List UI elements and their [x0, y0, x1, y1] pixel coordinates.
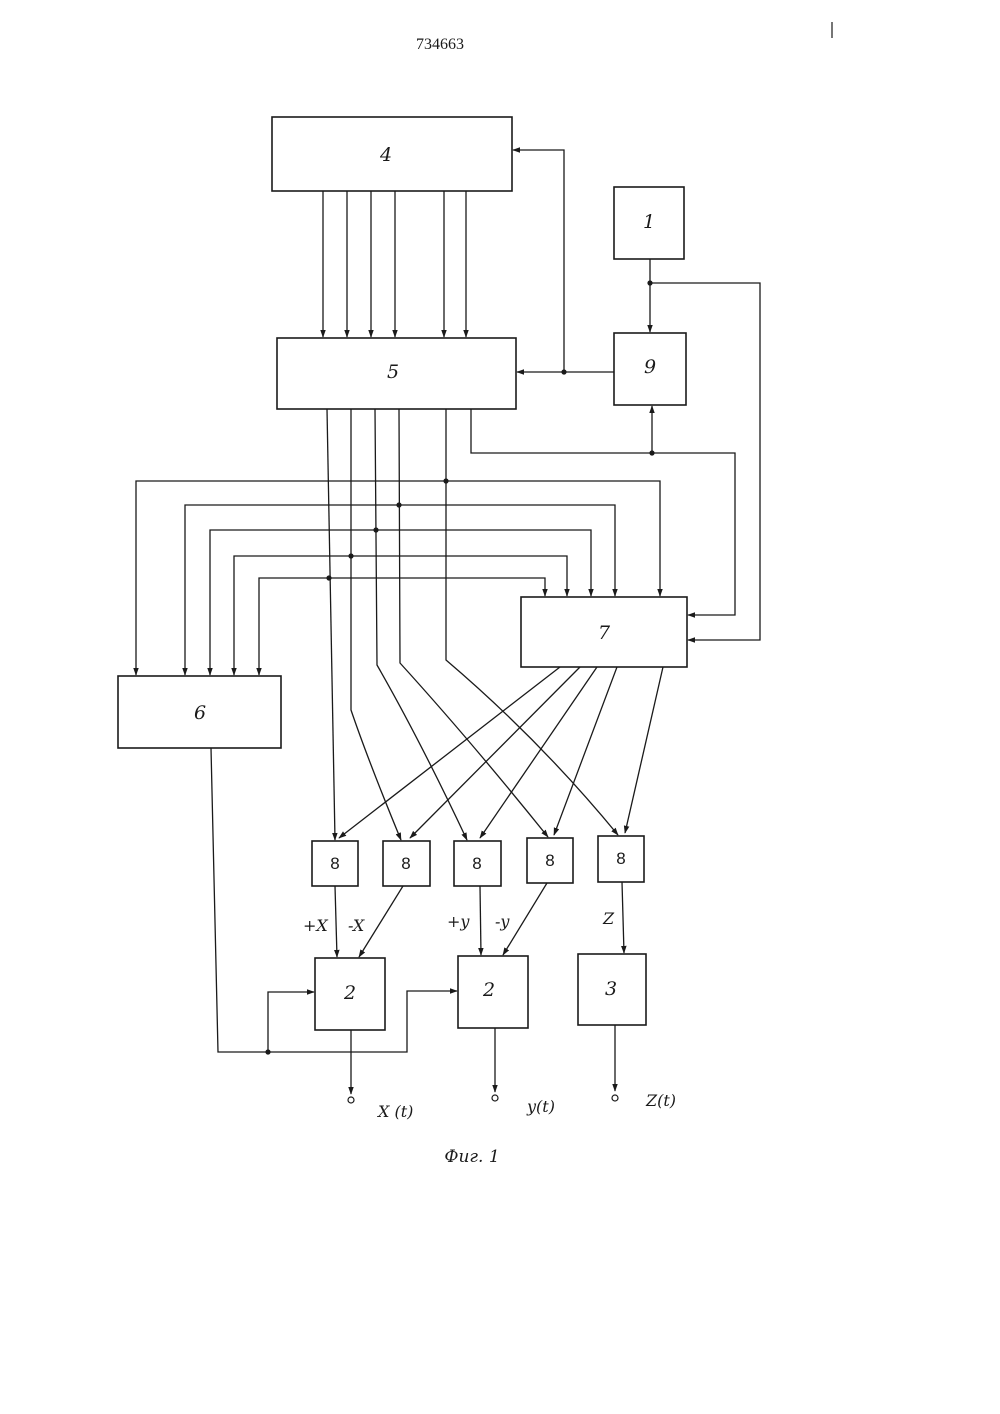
output-y: [492, 1028, 498, 1101]
output-x-label: X (t): [376, 1102, 413, 1121]
output-z: [612, 1025, 618, 1101]
block-6: 6: [118, 676, 281, 748]
signal-plus-x: +X: [303, 916, 328, 935]
block-8-minus-y: 8: [527, 838, 573, 883]
block-8-z: 8: [598, 836, 644, 882]
block-8-label: 8: [330, 854, 339, 873]
block-1-label: 1: [643, 211, 655, 233]
block-2-y-label: 2: [482, 979, 495, 1001]
bus-7-to-8: [339, 667, 663, 838]
link-5-to-9-and-7: [471, 406, 735, 615]
link-9-to-5-and-4: [513, 150, 614, 375]
block-3: 3: [578, 954, 646, 1025]
output-z-label: Z(t): [645, 1091, 676, 1110]
block-5: 5: [277, 338, 516, 409]
output-x: [348, 1030, 354, 1103]
block-9: 9: [614, 333, 686, 405]
block-8-label: 8: [401, 854, 410, 873]
block-8-label: 8: [472, 854, 481, 873]
block-1: 1: [614, 187, 684, 259]
block-8-plus-x: 8: [312, 841, 358, 886]
block-8-label: 8: [545, 851, 554, 870]
block-2-x-label: 2: [343, 982, 356, 1004]
block-2-y: 2: [458, 956, 528, 1028]
block-4: 4: [272, 117, 512, 191]
block-7-label: 7: [598, 622, 611, 644]
block-2-x: 2: [315, 958, 385, 1030]
document-number: 734663: [416, 36, 464, 53]
links-8-to-output-blocks: [335, 882, 624, 957]
block-3-label: 3: [605, 978, 617, 1000]
block-9-label: 9: [644, 356, 656, 378]
signal-minus-x: -X: [348, 916, 365, 935]
block-5-label: 5: [387, 361, 399, 383]
block-8-plus-y: 8: [454, 841, 501, 886]
block-4-label: 4: [379, 144, 392, 166]
signal-minus-y: -y: [495, 912, 510, 931]
bus-4-to-5: [323, 191, 466, 337]
signal-z: Z: [602, 909, 615, 928]
signal-plus-y: +y: [447, 912, 470, 931]
block-8-minus-x: 8: [383, 841, 430, 886]
block-8-label: 8: [616, 849, 625, 868]
output-y-label: y(t): [526, 1097, 555, 1116]
link-1-to-9-and-7: [647, 259, 760, 640]
figure-caption: Фиг. 1: [444, 1147, 499, 1167]
block-7: 7: [521, 597, 687, 667]
block-6-label: 6: [194, 702, 206, 724]
